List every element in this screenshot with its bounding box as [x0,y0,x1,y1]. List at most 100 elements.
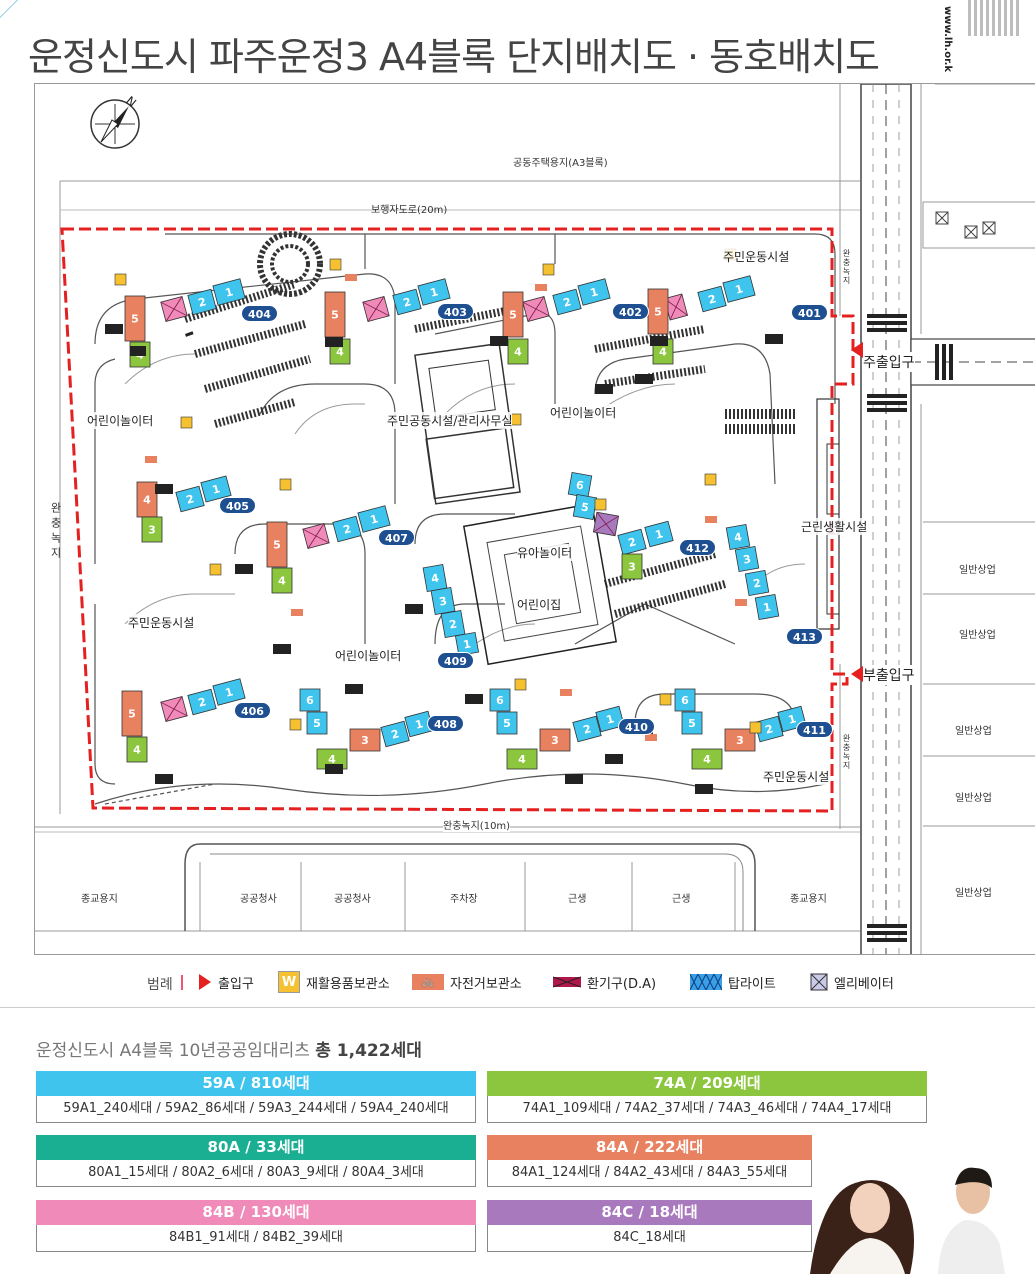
lot-retail-2: 근생 [672,894,691,905]
svg-text:4: 4 [328,753,336,766]
building-block: 4 [422,563,448,593]
compass-icon: N [90,94,140,149]
unit-type-80a: 80A / 33세대 80A1_15세대 / 80A2_6세대 / 80A3_9… [36,1135,476,1187]
legend-divider [181,975,183,990]
recycling-markers [114,248,762,734]
svg-text:6: 6 [306,694,314,707]
building-block [160,296,188,322]
building-block: 6 [489,688,511,712]
building-block: 2 [175,485,205,513]
svg-text:4: 4 [514,346,522,359]
svg-text:1: 1 [429,285,440,300]
svg-text:3: 3 [742,552,752,566]
building-block: 1 [417,278,451,306]
legend-entrance-label: 출입구 [218,976,254,992]
qr-code[interactable] [968,0,1022,36]
fitness-label-2: 주민운동시설 [723,248,790,265]
svg-text:2: 2 [402,295,413,310]
legend-toplight: 탑라이트 [690,970,776,994]
building-block: 2 [440,609,466,639]
legend-elevator: 엘리베이터 [810,970,894,994]
building-block: 1 [212,278,246,306]
building-block: 4 [507,338,529,365]
svg-text:2: 2 [562,295,573,310]
building-block: 5 [266,521,288,568]
svg-text:6: 6 [681,694,689,707]
svg-text:1: 1 [787,712,798,727]
building-412-badge[interactable]: 412 [679,539,716,556]
toplight-icon [690,974,722,990]
building-block: 2 [552,288,582,316]
building-block: 5 [121,690,143,737]
site-url[interactable]: www.lh.or.k [942,6,953,73]
lot-public-1: 공공청사 [240,894,277,905]
top-area-label: 공동주택용지(A3블록) [513,158,608,169]
svg-text:5: 5 [131,313,139,326]
lot-commercial-4: 일반상업 [955,793,992,804]
svg-text:2: 2 [707,292,718,307]
svg-text:5: 5 [580,500,590,514]
building-block: 1 [754,593,780,621]
building-block: 5 [496,711,518,735]
building-block: 1 [577,278,611,306]
svg-text:2: 2 [197,695,208,710]
svg-text:1: 1 [224,685,235,700]
svg-text:1: 1 [734,282,745,297]
building-block [362,296,390,322]
building-405-badge[interactable]: 405 [219,497,256,514]
legend-vent-label: 환기구(D.A) [587,976,657,992]
building-402-badge[interactable]: 402 [612,303,649,320]
sub-entrance-label: 부출입구 [863,665,915,685]
building-408-badge[interactable]: 408 [427,715,464,732]
building-block [592,511,620,537]
neighborhood-facility-label: 근린생활시설 [801,518,868,535]
building-block: 3 [621,553,643,580]
unit-type-84a-header: 84A / 222세대 [487,1135,812,1160]
legend-recycling: W 재활용품보관소 [278,970,390,994]
building-410-badge[interactable]: 410 [618,718,655,735]
building-409-badge[interactable]: 409 [437,652,474,669]
community-label: 주민공동시설/관리사무실 [387,412,513,429]
building-413-badge[interactable]: 413 [786,628,823,645]
building-block: 4 [136,481,158,518]
top-road-label: 보행자도로(20m) [371,205,448,216]
svg-text:1: 1 [224,285,235,300]
bottom-green-label: 완충녹지(10m) [443,817,511,832]
building-block: 5 [502,291,524,338]
unit-type-59a-detail: 59A1_240세대 / 59A2_86세대 / 59A3_244세대 / 59… [36,1096,476,1123]
building-block: 1 [722,275,756,303]
unit-type-59a-header: 59A / 810세대 [36,1071,476,1096]
building-block: 1 [595,705,625,733]
recycling-icon: W [278,971,300,993]
building-401-badge[interactable]: 401 [791,304,828,321]
page-title: 운정신도시 파주운정3 A4블록 단지배치도 · 동호배치도 [28,35,880,79]
building-411-badge[interactable]: 411 [796,721,833,738]
bicycle-icon: 🚲 [412,974,444,990]
entrance-arrow-main [851,342,863,358]
models-photo [810,1167,1005,1274]
building-403-badge[interactable]: 403 [437,303,474,320]
parking-ramp [257,231,323,297]
lot-parking: 주차장 [450,894,478,905]
building-block: 6 [567,471,593,499]
road-green-top: 완충녹지 [842,249,851,285]
svg-text:1: 1 [211,482,222,497]
svg-text:5: 5 [509,309,517,322]
building-block: 4 [725,523,751,551]
building-407-badge[interactable]: 407 [378,529,415,546]
site-plan-map: N [34,83,1035,955]
corner-accent [0,0,18,18]
road-green-bottom: 완충녹지 [842,734,851,770]
svg-text:2: 2 [197,295,208,310]
building-block: 5 [681,711,703,735]
building-404-badge[interactable]: 404 [241,305,278,322]
unit-type-84a-detail: 84A1_124세대 / 84A2_43세대 / 84A3_55세대 [487,1160,812,1187]
svg-text:5: 5 [273,539,281,552]
legend-elevator-label: 엘리베이터 [834,976,894,992]
building-406-badge[interactable]: 406 [234,702,271,719]
svg-text:1: 1 [589,285,600,300]
svg-text:5: 5 [331,309,339,322]
playground-label-2: 어린이놀이터 [550,404,617,421]
building-block: 5 [324,291,346,338]
lot-religious-1: 종교용지 [81,894,118,905]
